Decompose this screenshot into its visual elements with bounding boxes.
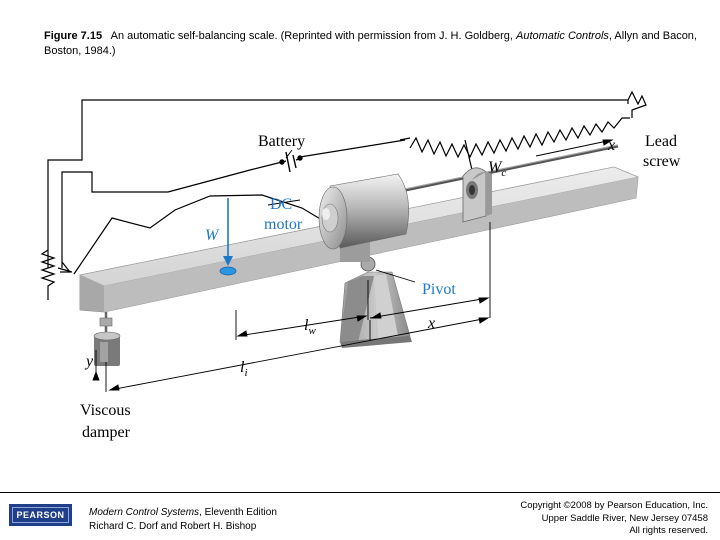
label-viscous: Viscous <box>80 402 131 419</box>
circuit-wires <box>47 90 647 275</box>
figure-caption: Figure 7.15 An automatic self-balancing … <box>44 29 704 59</box>
copyright-line-3: All rights reserved. <box>629 525 708 536</box>
caption-text-pre: An automatic self-balancing scale. (Repr… <box>110 30 516 42</box>
logo-text: PEARSON <box>16 510 65 520</box>
potentiometer-resistor <box>409 117 630 171</box>
label-x-top: x <box>607 137 615 154</box>
label-motor: motor <box>264 216 303 233</box>
label-li: li <box>240 359 248 379</box>
dimension-arrows <box>92 139 614 391</box>
label-battery: Battery <box>258 133 305 150</box>
weight-w-arrow <box>219 198 237 276</box>
viscous-damper <box>93 312 121 366</box>
pivot-support <box>339 256 412 348</box>
scale-diagram: Battery x Lead screw Wc DC motor W Pivot… <box>40 90 681 441</box>
label-damper: damper <box>82 424 131 441</box>
label-wc: Wc <box>488 159 506 179</box>
dc-motor <box>318 173 409 262</box>
copyright-notice: Copyright ©2008 by Pearson Education, In… <box>520 500 708 538</box>
variable-resistor <box>40 249 73 300</box>
label-pivot: Pivot <box>422 281 456 298</box>
label-lead: Lead <box>645 133 677 150</box>
caption-text-italic: Automatic Controls <box>515 30 609 42</box>
label-screw: screw <box>643 153 681 170</box>
battery-symbol <box>277 151 303 173</box>
caption-text-post: , Allyn and Bacon, Boston, 1984.) <box>44 30 697 57</box>
counterweight-wc <box>462 167 492 223</box>
logo-frame <box>12 507 69 523</box>
label-dc: DC <box>270 196 292 213</box>
book-authors: Richard C. Dorf and Robert H. Bishop <box>89 521 257 532</box>
label-w: W <box>205 227 220 244</box>
book-info: Modern Control Systems, Eleventh Edition… <box>89 506 277 534</box>
copyright-line-2: Upper Saddle River, New Jersey 07458 <box>541 512 708 524</box>
diagram-labels: Battery x Lead screw Wc DC motor W Pivot… <box>80 133 681 441</box>
book-edition: , Eleventh Edition <box>199 507 277 518</box>
book-title: Modern Control Systems <box>89 507 200 518</box>
label-x-bottom: x <box>427 315 435 332</box>
label-lw: lw <box>304 317 316 337</box>
copyright-line-1: Copyright ©2008 by Pearson Education, In… <box>520 500 708 511</box>
figure-label: Figure 7.15 <box>44 30 103 42</box>
publisher-logo: PEARSON <box>9 504 72 526</box>
book-title-line: Modern Control Systems, Eleventh Edition <box>89 506 277 520</box>
label-y: y <box>84 353 94 370</box>
footer-divider <box>0 492 720 493</box>
leader-lines <box>95 149 491 392</box>
